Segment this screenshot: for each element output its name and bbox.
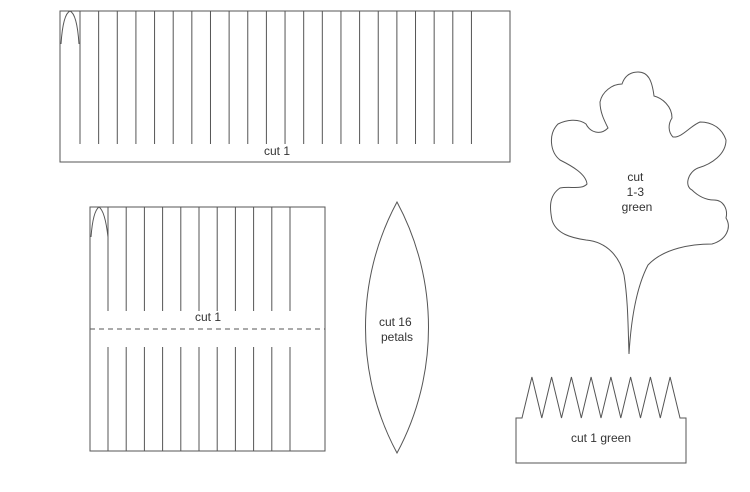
leaf-label: cut 1-3 green	[622, 170, 653, 214]
petal-outline	[365, 200, 429, 455]
fringe-strip-bottom-cuts	[107, 207, 291, 451]
sepal-shape: cut 1 green	[515, 376, 687, 464]
petal-label: cut 16 petals	[379, 315, 415, 344]
fringe-strip-top-cuts	[79, 11, 472, 144]
fringe-strip-bottom: cut 1	[89, 206, 326, 452]
fringe-strip-top-curl-mark	[60, 10, 80, 45]
leaf-label-line-3: green	[622, 200, 653, 214]
petal-label-line-1: cut 16	[379, 315, 412, 329]
fringe-strip-bottom-curl-mark	[90, 206, 109, 238]
fringe-strip-bottom-label: cut 1	[195, 310, 221, 324]
fringe-strip-top-label: cut 1	[264, 144, 290, 158]
leaf-label-line-1: cut	[627, 170, 644, 184]
sepal-outline	[515, 376, 687, 464]
fringe-strip-top: cut 1	[59, 10, 511, 163]
petal-label-line-2: petals	[381, 330, 413, 344]
leaf-label-line-2: 1-3	[627, 185, 645, 199]
sepal-label: cut 1 green	[571, 431, 631, 445]
petal-shape: cut 16 petals	[365, 200, 429, 455]
leaf-shape: cut 1-3 green	[549, 71, 729, 355]
leaf-outline	[549, 71, 729, 355]
